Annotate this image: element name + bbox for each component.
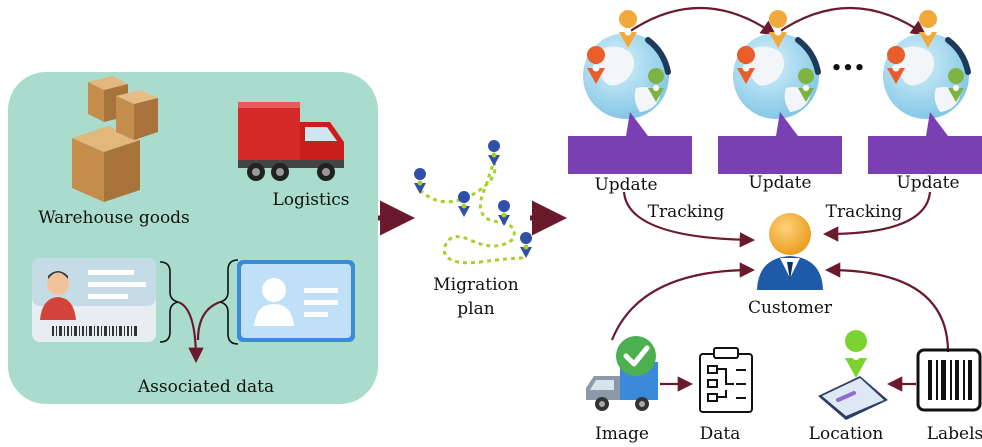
tracking-label-right: Tracking [826,202,903,222]
associated-arrow-left [177,300,204,364]
data-label: Data [700,424,741,444]
id-card-left-icon [32,258,156,342]
route-pin-icon-2 [488,140,501,166]
warehouse-boxes-icon [72,76,158,202]
tracking-arrow-left [622,191,756,248]
associated-arrow-right [196,300,221,341]
tracking-arrow-right [822,191,932,242]
tracking-section: Tracking Tracking [622,191,932,248]
clipboard-icon [699,347,753,413]
migration-route [418,157,527,265]
barcode-icon [916,348,982,412]
migration-label-line1: Migration [433,275,518,295]
globe-icon-2 [733,10,821,119]
location-phone-icon [818,330,888,420]
warehouse-goods-label: Warehouse goods [38,208,190,228]
left-panel: Warehouse goods Logistics [8,72,378,404]
left-panel-background [8,72,378,404]
bottom-row: Image Data Location [586,330,982,444]
route-pin-icon-1 [414,168,427,194]
associated-data-label: Associated data [137,377,274,397]
globe-icon-1 [583,10,671,119]
update-label-1: Update [594,175,657,195]
update-label-2: Update [748,173,811,193]
migration-section: Migration plan [378,140,567,319]
update-ellipsis: ••• [831,58,866,79]
update-callout-1 [568,112,692,174]
image-label: Image [595,424,649,444]
customer-icon [757,213,823,290]
truck-icon [238,102,344,181]
update-row: Update Update ••• Update [568,6,982,195]
update-callout-3 [868,112,982,174]
route-pin-icon-5 [520,232,533,258]
update-link-arrow-1 [625,6,777,36]
logistics-label: Logistics [272,190,349,210]
customer-label: Customer [748,298,833,318]
location-label: Location [809,424,884,444]
update-callout-2 [718,112,842,174]
tracking-label-left: Tracking [648,202,725,222]
customer-section: Customer [610,213,950,353]
route-pin-icon-3 [458,191,471,217]
update-label-3: Update [896,173,959,193]
labels-label: Labels [927,424,982,444]
route-pin-icon-4 [498,200,511,226]
image-to-customer-arrow [610,262,756,341]
check-badge-icon [616,336,656,376]
globe-icon-3 [883,10,971,119]
labels-to-customer-arrow [824,262,950,353]
id-card-right-icon [237,260,355,342]
migration-label-line2: plan [457,299,494,319]
update-link-arrow-2 [775,6,927,36]
